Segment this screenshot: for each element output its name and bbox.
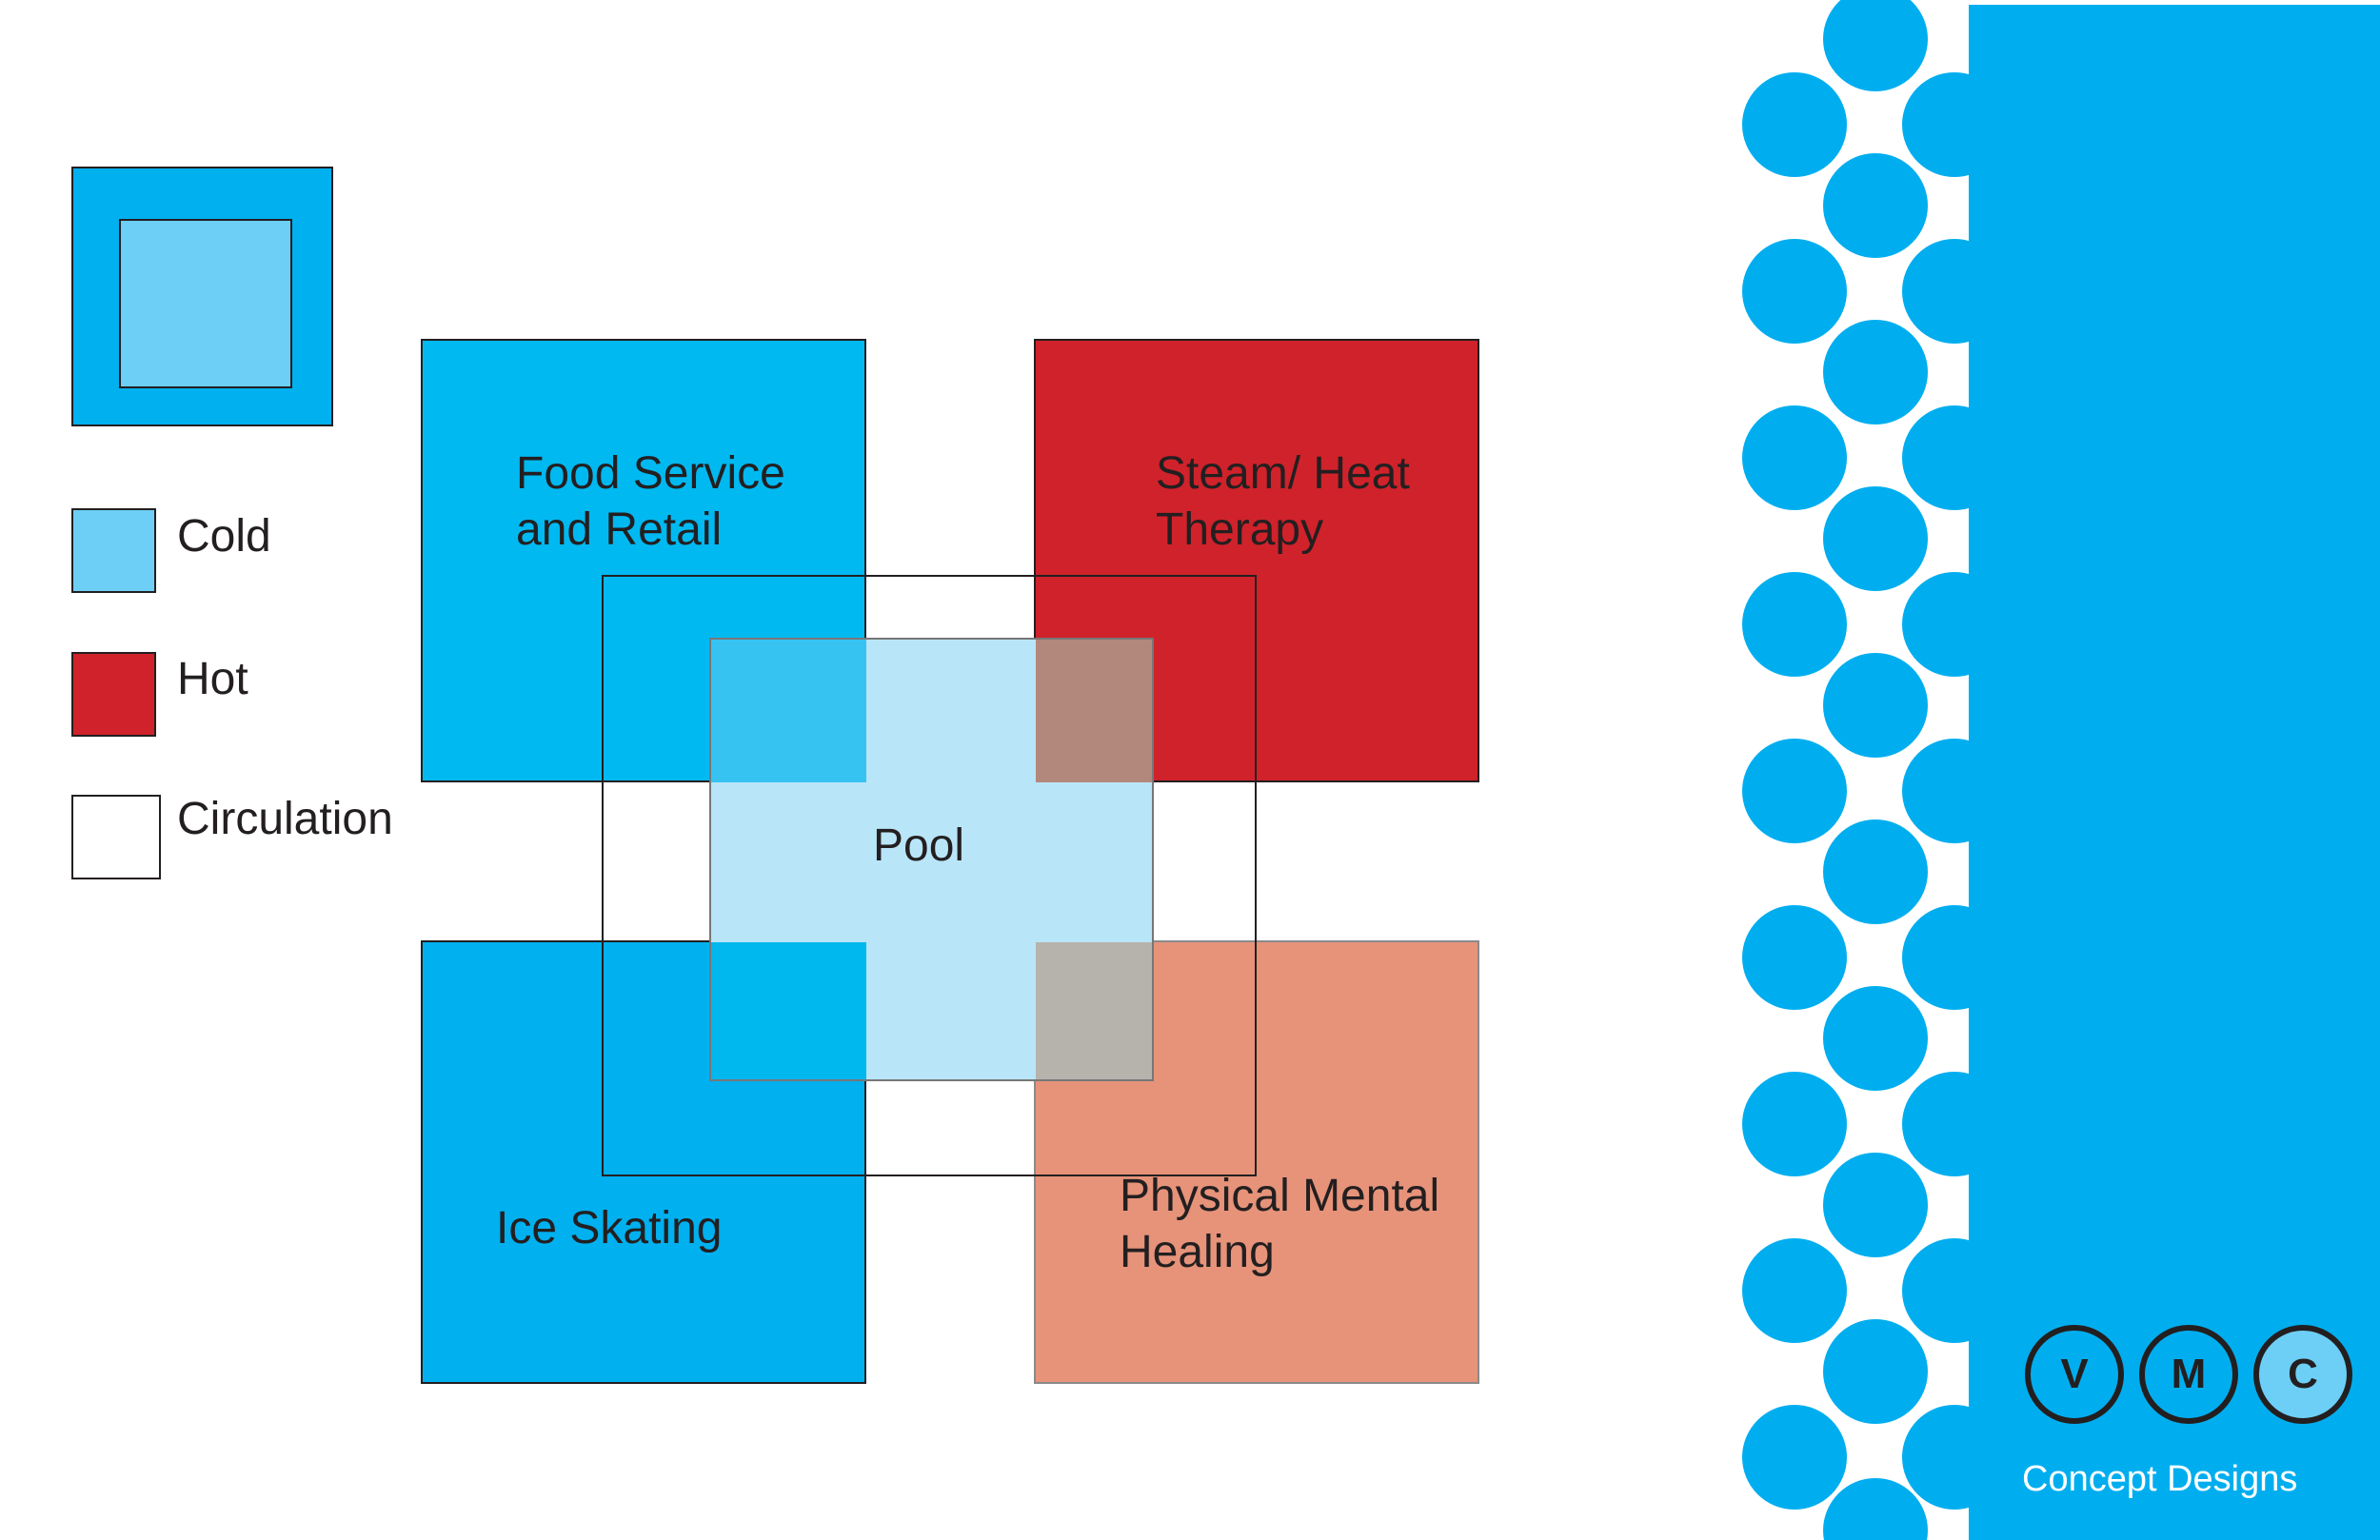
decorative-dot	[1902, 239, 2007, 344]
zone-label-pool: Pool	[873, 820, 965, 871]
decorative-dot	[1902, 572, 2007, 677]
logo-letter-m: M	[2139, 1325, 2238, 1424]
decorative-dot	[1742, 739, 1847, 843]
decorative-dot	[1742, 239, 1847, 344]
decorative-dot	[1742, 572, 1847, 677]
decorative-dot	[1742, 1238, 1847, 1343]
decorative-dot	[1742, 72, 1847, 177]
legend-label-cold: Cold	[177, 511, 271, 562]
decorative-dot	[1902, 1238, 2007, 1343]
decorative-dot	[1742, 1072, 1847, 1176]
overlap-pool-physical	[1036, 942, 1152, 1079]
overlap-pool-ice	[711, 942, 866, 1079]
decorative-dot	[1902, 1405, 2007, 1510]
legend-swatch-hot	[71, 652, 156, 737]
decorative-dot	[1823, 1153, 1928, 1257]
overlap-pool-steam	[1036, 640, 1152, 782]
logo-letter-c: C	[2253, 1325, 2352, 1424]
legend-label-circulation: Circulation	[177, 794, 393, 844]
decorative-dot	[1823, 1319, 1928, 1424]
decorative-dot	[1823, 0, 1928, 91]
decorative-dot	[1823, 153, 1928, 258]
decorative-dot	[1823, 819, 1928, 924]
legend-key-icon	[71, 167, 333, 426]
decorative-dot	[1902, 405, 2007, 510]
decorative-dot	[1823, 486, 1928, 591]
brand-subtitle: Concept Designs	[2022, 1459, 2298, 1499]
legend-key-inner-square	[119, 219, 292, 388]
decorative-dot	[1823, 653, 1928, 758]
circulation-outline	[602, 575, 1257, 1176]
decorative-dot	[1902, 905, 2007, 1010]
logo-letter-v: V	[2025, 1325, 2124, 1424]
legend-label-hot: Hot	[177, 654, 248, 704]
decorative-dot	[1823, 986, 1928, 1091]
decorative-dot	[1902, 72, 2007, 177]
decorative-dot	[1902, 739, 2007, 843]
overlap-pool-food	[711, 640, 866, 782]
decorative-dot	[1823, 320, 1928, 424]
decorative-dot	[1742, 905, 1847, 1010]
zone-label-physical-mental: Physical Mental Healing	[1120, 1171, 1440, 1277]
decorative-dot	[1742, 1405, 1847, 1510]
legend-swatch-cold	[71, 508, 156, 593]
zone-label-steam-heat: Steam/ Heat Therapy	[1156, 448, 1410, 555]
decorative-dot	[1742, 405, 1847, 510]
legend-swatch-circulation	[71, 795, 161, 879]
brand-panel	[1969, 5, 2380, 1540]
decorative-dot	[1902, 1072, 2007, 1176]
zone-label-ice-skating: Ice Skating	[496, 1203, 723, 1254]
zone-label-food-service: Food Service and Retail	[516, 448, 785, 555]
